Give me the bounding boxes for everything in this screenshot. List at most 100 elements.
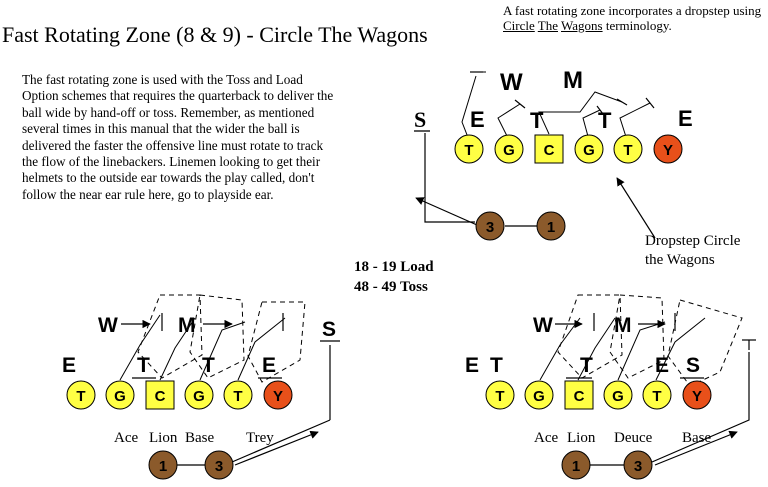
left-def-t2: T xyxy=(202,354,215,377)
right-back-route xyxy=(654,430,738,466)
top-def-m: M xyxy=(563,67,583,94)
top-off-t2: T xyxy=(623,142,632,159)
right-offense: T G C G T Y xyxy=(485,380,712,410)
play-list: 18 - 19 Load 48 - 49 Toss xyxy=(354,257,434,297)
right-off-g1: G xyxy=(533,388,545,405)
top-off-g1: G xyxy=(503,142,515,159)
right-off-y-circle xyxy=(682,380,712,410)
left-diagram: W M S E T T E T G C G T Y Ace Lion Base xyxy=(62,294,340,480)
right-def-t2: T xyxy=(580,354,593,377)
left-label-lion: Lion xyxy=(149,430,178,446)
right-def-w: W xyxy=(533,314,553,337)
right-def-t1: T xyxy=(490,354,503,377)
top-back-1: 1 xyxy=(547,219,555,236)
left-def-e2: E xyxy=(262,354,276,377)
top-off-g2: G xyxy=(583,142,595,159)
left-back-3-circle xyxy=(204,450,234,480)
callout-line-1: Dropstep Circle xyxy=(645,233,741,249)
top-def-t1: T xyxy=(530,108,544,133)
left-def-s: S xyxy=(322,318,336,341)
right-diagram: W M E T T E S T G C G T Y Ace Lion xyxy=(465,294,756,480)
top-diagram: W M S E T T E T G C G T Y 3 1 xyxy=(414,67,693,241)
left-back-1: 1 xyxy=(159,458,167,475)
top-off-c: C xyxy=(544,142,555,159)
right-back-1-circle xyxy=(561,450,591,480)
right-off-t1: T xyxy=(495,388,504,405)
top-def-s: S xyxy=(414,107,426,132)
left-back-route xyxy=(234,430,319,466)
top-back-1-circle xyxy=(536,211,566,241)
note-text: A fast rotating zone incorporates a drop… xyxy=(503,3,765,33)
top-off-t1-circle xyxy=(454,134,484,164)
right-back-1: 1 xyxy=(572,458,580,475)
left-def-w: W xyxy=(98,314,118,337)
right-label-lion: Lion xyxy=(567,430,596,446)
left-off-g1-circle xyxy=(105,380,135,410)
top-off-y-circle xyxy=(653,134,683,164)
page-title: Fast Rotating Zone (8 & 9) - Circle The … xyxy=(2,22,428,47)
left-off-g1: G xyxy=(114,388,126,405)
left-label-trey: Trey xyxy=(246,430,274,446)
left-def-m: M xyxy=(178,314,196,337)
top-def-w: W xyxy=(500,69,523,96)
callout-arrow xyxy=(616,177,656,239)
top-def-e1: E xyxy=(470,107,485,132)
right-off-c-box xyxy=(564,380,594,410)
right-off-y: Y xyxy=(692,388,702,405)
right-back-3: 3 xyxy=(634,458,642,475)
top-block-lines xyxy=(461,71,651,141)
top-stops xyxy=(470,71,655,115)
left-label-ace: Ace xyxy=(114,430,138,446)
left-s-route xyxy=(231,419,331,463)
top-off-y: Y xyxy=(663,142,673,159)
right-def-m: M xyxy=(614,314,632,337)
top-back-3-circle xyxy=(475,211,505,241)
right-off-g2: G xyxy=(612,388,624,405)
top-def-e2: E xyxy=(678,106,693,131)
body-text: The fast rotating zone is used with the … xyxy=(22,72,334,202)
left-offense: T G C G T Y xyxy=(66,380,293,410)
note-prefix: A fast rotating zone incorporates a drop… xyxy=(503,3,762,18)
top-off-c-box xyxy=(534,134,564,164)
top-offense: T G C G T Y xyxy=(454,134,683,164)
left-off-c: C xyxy=(155,388,166,405)
left-def-e1: E xyxy=(62,354,76,377)
left-back-3: 3 xyxy=(215,458,223,475)
top-s-route xyxy=(424,133,475,223)
right-off-t2-circle xyxy=(642,380,672,410)
right-label-ace: Ace xyxy=(534,430,558,446)
callout-line-2: the Wagons xyxy=(645,252,715,268)
left-off-t1-circle xyxy=(66,380,96,410)
right-off-c: C xyxy=(574,388,585,405)
right-off-t1-circle xyxy=(485,380,515,410)
top-back-route xyxy=(415,197,478,226)
top-off-g2-circle xyxy=(574,134,604,164)
right-off-g1-circle xyxy=(524,380,554,410)
left-off-g2: G xyxy=(193,388,205,405)
right-label-base: Base xyxy=(682,430,712,446)
left-zones xyxy=(137,294,306,383)
left-off-t2-circle xyxy=(223,380,253,410)
top-def-t2: T xyxy=(598,108,612,133)
dropstep-callout: Dropstep Circle the Wagons xyxy=(645,232,740,270)
right-s-route xyxy=(651,352,750,463)
left-back-1-circle xyxy=(148,450,178,480)
top-off-g1-circle xyxy=(494,134,524,164)
left-off-t2: T xyxy=(233,388,242,405)
note-suffix: terminology. xyxy=(602,18,672,33)
right-def-s: S xyxy=(686,354,700,377)
note-term-the: The xyxy=(537,18,558,33)
left-off-c-box xyxy=(145,380,175,410)
top-back-3: 3 xyxy=(486,219,494,236)
right-label-deuce: Deuce xyxy=(614,430,653,446)
play-load: 18 - 19 Load xyxy=(354,259,434,275)
left-off-t1: T xyxy=(76,388,85,405)
left-off-y-circle xyxy=(263,380,293,410)
note-term-circle: Circle xyxy=(503,18,535,33)
note-term-wagons: Wagons xyxy=(561,18,603,33)
right-off-t2: T xyxy=(652,388,661,405)
play-toss: 48 - 49 Toss xyxy=(354,279,428,295)
left-off-g2-circle xyxy=(184,380,214,410)
right-block-lines xyxy=(539,317,706,381)
